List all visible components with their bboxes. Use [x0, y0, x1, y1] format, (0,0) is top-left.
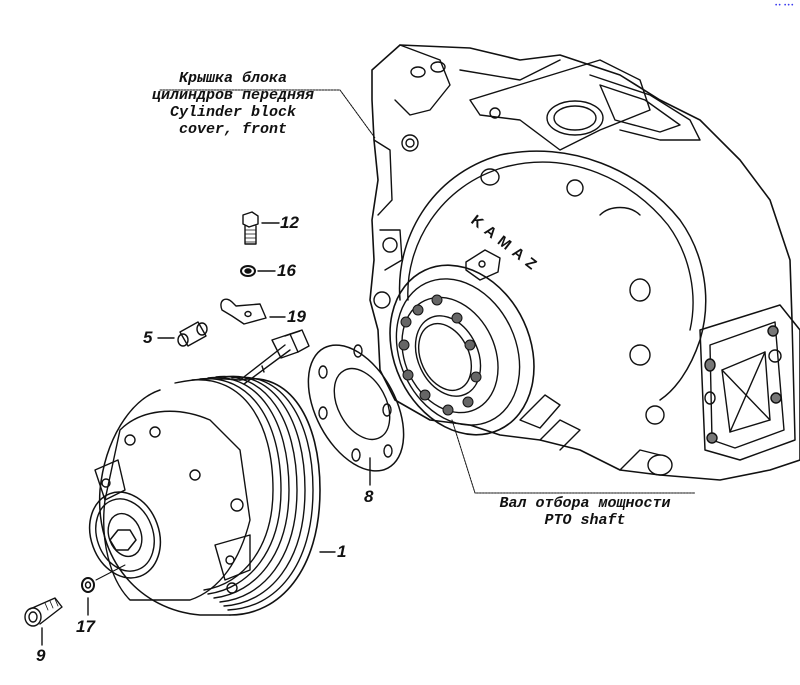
part-number-9: 9: [36, 646, 46, 665]
leader-pto-shaft: [451, 419, 696, 494]
socket-bolt-part-9: [24, 597, 63, 646]
part-number-16: 16: [277, 261, 296, 280]
callout-pto-shaft: Вал отбора мощности PTO shaft: [470, 495, 700, 529]
pulley-assembly-part-1: [88, 344, 321, 616]
callout-cylinder-block-cover: Крышка блока цилиндров передняя Cylinder…: [108, 70, 358, 138]
bushing-part-5: [157, 321, 208, 347]
clamp-part-19: [220, 298, 286, 325]
callout-line-ru-1: Крышка блока: [178, 70, 288, 87]
part-number-1: 1: [337, 542, 347, 561]
kamaz-logo-text: KAMAZ: [468, 212, 545, 277]
part-number-5: 5: [143, 328, 153, 347]
bolt-part-12: [242, 211, 280, 245]
kamaz-logo: KAMAZ: [468, 212, 545, 277]
part-number-17: 17: [76, 617, 95, 636]
callout-line-en: PTO shaft: [544, 512, 626, 529]
callout-line-ru: Вал отбора мощности: [499, 495, 671, 512]
front-cover-housing: KAMAZ: [369, 44, 800, 481]
part-number-12: 12: [280, 213, 299, 232]
electrical-connector: [271, 329, 310, 359]
callout-line-ru-2: цилиндров передняя: [151, 87, 315, 104]
part-number-19: 19: [287, 307, 306, 326]
callout-line-en-1: Cylinder block: [169, 104, 297, 121]
gasket-part-8: [307, 344, 405, 472]
washer-part-17: [81, 564, 126, 616]
corner-mark: •• •••: [774, 2, 794, 9]
washer-part-16: [240, 265, 276, 277]
leader-cylinder-block-cover: [159, 89, 376, 139]
pto-shaft-flange: [389, 264, 561, 436]
part-number-8: 8: [364, 487, 374, 506]
callout-line-en-2: cover, front: [178, 121, 288, 138]
